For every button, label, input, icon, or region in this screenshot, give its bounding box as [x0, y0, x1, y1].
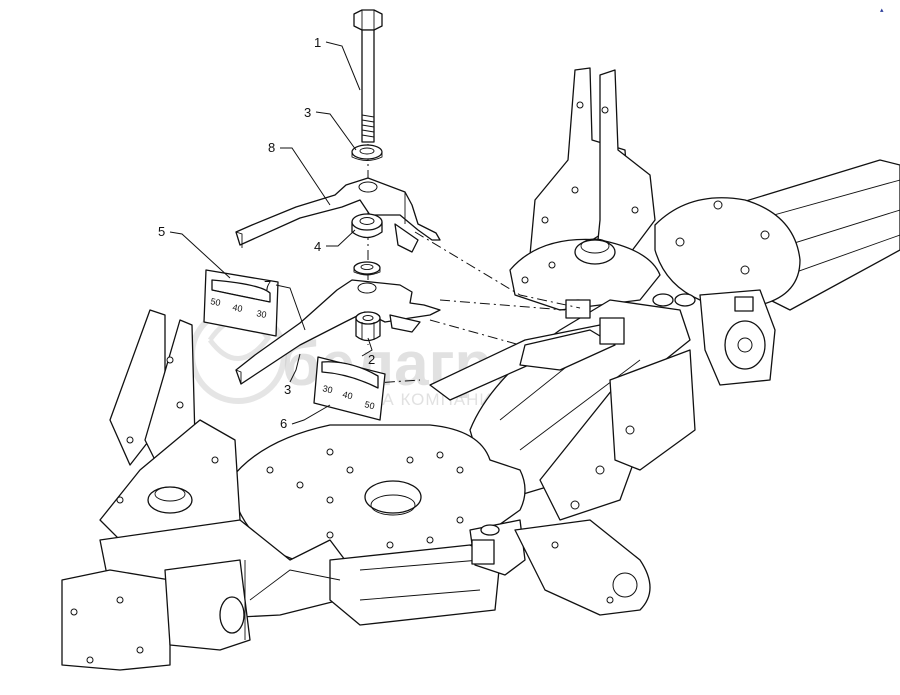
bolt-part-1: [353, 9, 383, 143]
scale-plate-part-5: 50 40 30: [203, 269, 279, 337]
bushing-part-4: [351, 213, 383, 239]
callouts: 1 3 8 4 5 7 2 3 6: [158, 35, 375, 431]
callout-4: 4: [314, 239, 321, 254]
stop-lever-part-8: [235, 177, 441, 253]
front-frame: [61, 309, 651, 671]
scale-mark-50: 50: [210, 296, 222, 308]
corner-mark: ▴: [880, 7, 884, 14]
callout-3-lower: 3: [284, 382, 291, 397]
callout-7: 7: [264, 278, 271, 293]
callout-2: 2: [368, 352, 375, 367]
callout-1: 1: [314, 35, 321, 50]
scale-mark-40b: 40: [342, 389, 354, 401]
nut-part-2: [355, 311, 381, 342]
washer-part-3-top: [351, 144, 383, 161]
center-arm: [429, 299, 696, 521]
callout-6: 6: [280, 416, 287, 431]
washer-part-3-mid: [353, 261, 381, 276]
scale-mark-30b: 30: [322, 383, 334, 395]
callout-3-washer: 3: [304, 105, 311, 120]
callout-5: 5: [158, 224, 165, 239]
leader-lines: [169, 41, 373, 425]
scale-plate-part-6: 30 40 50: [313, 356, 386, 421]
stop-lever-part-7: [235, 279, 441, 385]
scale-mark-50b: 50: [364, 399, 376, 411]
scale-mark-30: 30: [256, 308, 268, 320]
scale-mark-40: 40: [232, 302, 244, 314]
callout-8: 8: [268, 140, 275, 155]
rear-frame: [509, 67, 900, 386]
